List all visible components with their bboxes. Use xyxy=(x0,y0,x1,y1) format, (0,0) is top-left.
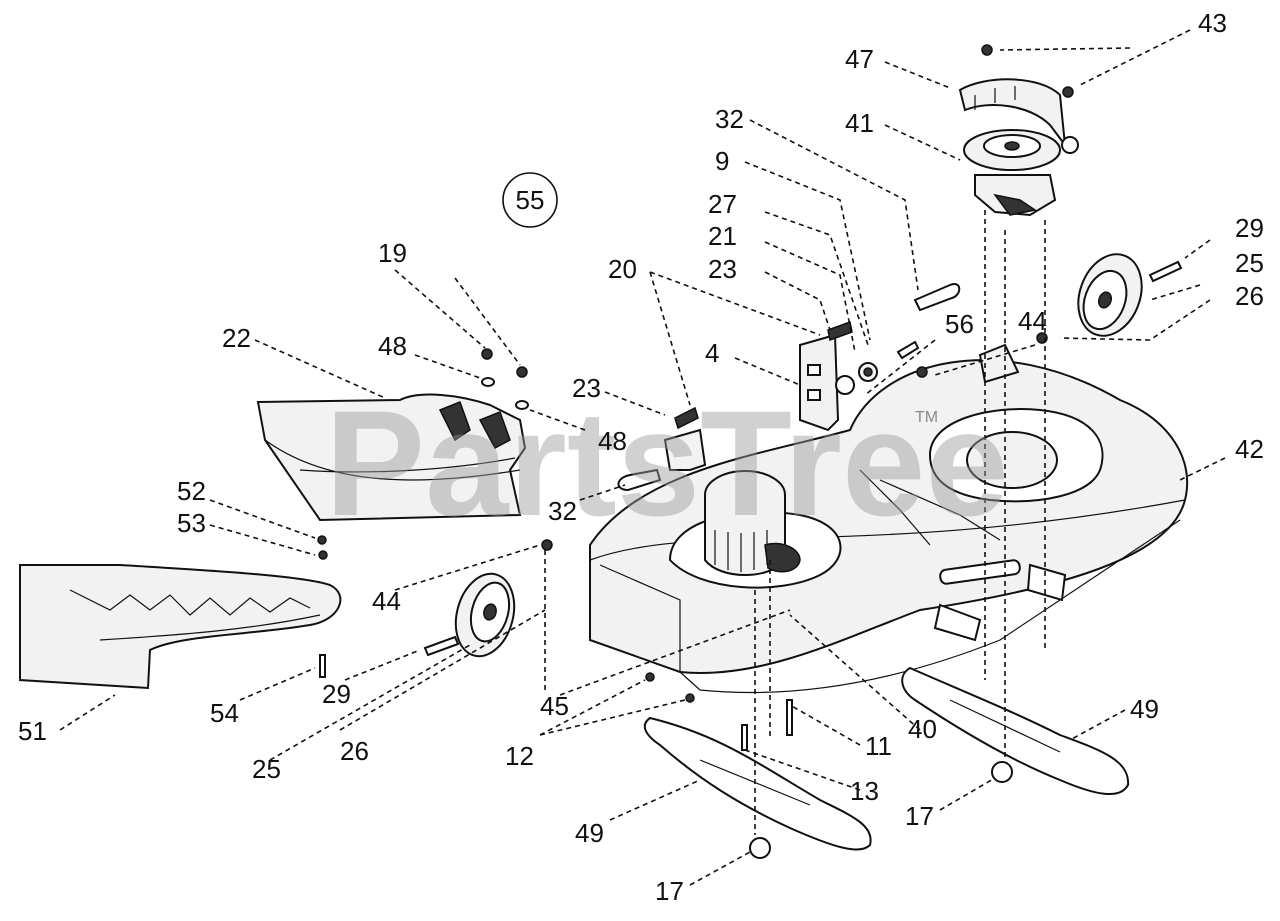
callout-44: 44 xyxy=(372,586,401,616)
callout-11: 11 xyxy=(865,731,892,761)
callout-54: 54 xyxy=(210,698,239,728)
callout-labels: 43 47 41 32 9 27 21 23 20 4 56 44 29 25 … xyxy=(18,8,1264,906)
gauge-wheel-left xyxy=(454,572,516,658)
callout-9: 9 xyxy=(715,146,729,176)
pin-54 xyxy=(319,654,326,678)
callout-27: 27 xyxy=(708,189,737,219)
nut-44-left xyxy=(541,539,553,551)
callout-43: 43 xyxy=(1198,8,1227,38)
rod-32-upper xyxy=(913,283,961,312)
chute-deflector xyxy=(19,564,342,690)
bolt-11 xyxy=(786,699,793,736)
washer-48b xyxy=(515,400,529,410)
blade-adapter-17-left xyxy=(749,837,771,859)
svg-text:55: 55 xyxy=(516,185,545,215)
screw-43b xyxy=(1062,86,1074,98)
discharge-chute xyxy=(256,393,527,522)
trademark-mark: TM xyxy=(915,409,938,426)
screw-12a xyxy=(645,672,655,682)
callout-52: 52 xyxy=(177,476,206,506)
callout-41: 41 xyxy=(845,108,874,138)
rod-32-lower xyxy=(617,468,662,492)
callout-21: 21 xyxy=(708,221,737,251)
callout-48: 48 xyxy=(598,426,627,456)
callout-32: 32 xyxy=(548,496,577,526)
callout-47: 47 xyxy=(845,44,874,74)
callout-40: 40 xyxy=(908,714,937,744)
callout-29: 29 xyxy=(1235,213,1264,243)
callout-49: 49 xyxy=(575,818,604,848)
callout-25: 25 xyxy=(1235,248,1264,278)
screw-52 xyxy=(317,535,327,545)
callout-29: 29 xyxy=(322,679,351,709)
nut-19a xyxy=(481,348,493,360)
blade-adapter-17-right xyxy=(991,761,1013,783)
screw-12b xyxy=(685,693,695,703)
callout-13: 13 xyxy=(850,776,879,806)
callout-20: 20 xyxy=(608,254,637,284)
callout-19: 19 xyxy=(378,238,407,268)
callout-17: 17 xyxy=(655,876,684,906)
bracket-20 xyxy=(663,406,707,471)
callout-53: 53 xyxy=(177,508,206,538)
callout-12: 12 xyxy=(505,741,534,771)
callout-22: 22 xyxy=(222,323,251,353)
shoulder-bolt-29-left xyxy=(423,635,460,657)
bolt-13 xyxy=(741,724,748,751)
leader-lines xyxy=(59,29,1226,886)
idler-bracket xyxy=(799,320,920,432)
callout-56: 56 xyxy=(945,309,974,339)
shoulder-bolt-29-right xyxy=(1148,260,1183,283)
callout-44: 44 xyxy=(1018,306,1047,336)
motor-spindle-assembly xyxy=(704,470,801,576)
callout-48: 48 xyxy=(378,331,407,361)
callout-23: 23 xyxy=(708,254,737,284)
diagram-reference: 55 xyxy=(502,172,558,228)
nut-19b xyxy=(516,366,528,378)
nut-53 xyxy=(318,550,328,560)
gauge-wheel-right xyxy=(1077,253,1143,337)
callout-17: 17 xyxy=(905,801,934,831)
callout-49: 49 xyxy=(1130,694,1159,724)
callout-26: 26 xyxy=(340,736,369,766)
belt-guard xyxy=(958,78,1079,154)
callout-25: 25 xyxy=(252,754,281,784)
screw-43a xyxy=(981,44,993,56)
callout-42: 42 xyxy=(1235,434,1264,464)
washer-48a xyxy=(481,377,495,387)
spindle-pulley-assembly xyxy=(963,129,1061,217)
callout-51: 51 xyxy=(18,716,47,746)
watermark: PartsTree xyxy=(325,379,1009,547)
mower-blade-left xyxy=(643,716,872,851)
callout-32: 32 xyxy=(715,104,744,134)
callout-45: 45 xyxy=(540,691,569,721)
callout-4: 4 xyxy=(705,338,719,368)
callout-23: 23 xyxy=(572,373,601,403)
callout-26: 26 xyxy=(1235,281,1264,311)
nut-56 xyxy=(916,366,928,378)
